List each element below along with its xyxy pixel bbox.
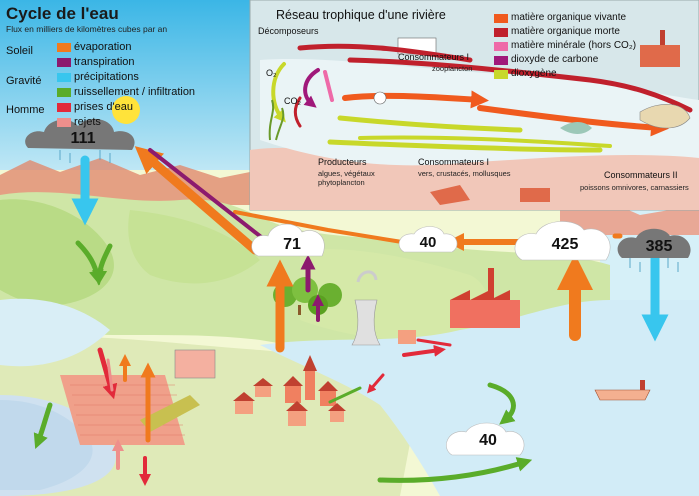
label-consumers-1b: Consommateurs I: [418, 157, 489, 167]
cloud-value-right: 425: [540, 236, 590, 254]
label-consumers-2-sub: poissons omnivores, carnassiers: [580, 183, 689, 192]
inset-legend-o2: dioxygène: [511, 68, 557, 79]
inset-legend-mineral: matière minérale (hors CO₂): [511, 40, 636, 51]
legend-water-intake: prises d'eau: [74, 101, 133, 113]
cloud-value-center: 71: [270, 236, 314, 254]
inset-legend-dead: matière organique morte: [511, 26, 620, 37]
label-producers: Producteurs: [318, 157, 367, 167]
category-gravity: Gravité: [6, 75, 41, 87]
legend-precipitation: précipitations: [74, 71, 139, 83]
cloud-value-river: 40: [470, 432, 506, 450]
category-sun: Soleil: [6, 45, 33, 57]
label-o2: O₂: [266, 68, 277, 78]
inset-legend-co2: dioxyde de carbone: [511, 54, 598, 65]
cloud-value-ocean: 385: [636, 238, 682, 256]
legend-transpiration: transpiration: [74, 56, 135, 68]
inset-legend-living: matière organique vivante: [511, 12, 626, 23]
label-producers-sub: algues, végétaux phytoplancton: [318, 169, 390, 187]
label-consumers-2: Consommateurs II: [604, 170, 678, 180]
page-title: Cycle de l'eau: [6, 4, 119, 24]
label-consumers-1-sub: zooplancton: [432, 64, 472, 73]
cloud-value-top-left: 111: [58, 130, 108, 148]
label-co2: CO₂: [284, 96, 301, 106]
legend-runoff: ruissellement / infiltration: [74, 86, 195, 98]
category-human: Homme: [6, 104, 45, 116]
inset-title: Réseau trophique d'une rivière: [276, 8, 446, 22]
label-consumers-1b-sub: vers, crustacés, mollusques: [418, 169, 511, 178]
label-consumers-1: Consommateurs I: [398, 52, 469, 62]
legend-discharge: rejets: [74, 116, 101, 128]
cloud-value-mid: 40: [410, 234, 446, 251]
page-subtitle: Flux en milliers de kilomètres cubes par…: [6, 24, 167, 34]
label-decomposers: Décomposeurs: [258, 26, 319, 36]
legend-evaporation: évaporation: [74, 41, 132, 53]
